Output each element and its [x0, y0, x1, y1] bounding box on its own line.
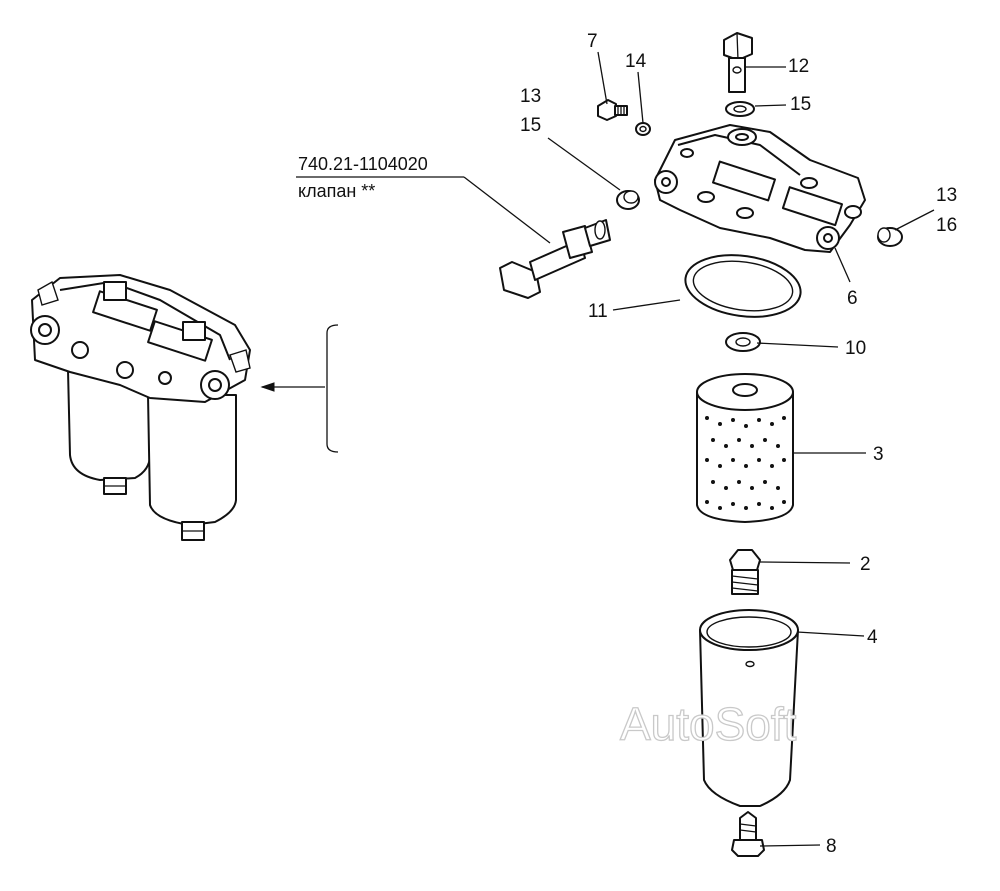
callout-4: 4: [867, 627, 878, 648]
side-plug-part: [877, 227, 903, 247]
watermark: AutoSoft: [620, 698, 797, 750]
callout-10: 10: [845, 338, 866, 359]
filter-bowl-part: [699, 609, 799, 807]
bolt-part: [723, 32, 753, 93]
sealing-ring-part: [684, 254, 802, 318]
filter-element-part: [696, 373, 794, 523]
valve-part-number: 740.21-1104020: [298, 154, 428, 174]
valve-part: [499, 219, 611, 299]
callout-6: 6: [847, 288, 858, 309]
callout-7: 7: [587, 31, 598, 52]
valve-part-name: клапан **: [298, 181, 375, 201]
callout-3: 3: [873, 444, 884, 465]
plug-part: [616, 190, 640, 210]
callout-15-left: 15: [520, 115, 541, 136]
washer-part: [725, 101, 755, 117]
callout-16: 16: [936, 215, 957, 236]
spring-washer-part: [725, 332, 761, 352]
drain-screw-part: [731, 811, 765, 857]
callout-2: 2: [860, 554, 871, 575]
screw-part: [597, 99, 628, 121]
callout-14: 14: [625, 51, 647, 72]
callout-12: 12: [788, 56, 809, 77]
assembled-filter-illustration: [30, 274, 251, 541]
callout-labels: 7 14 12 13 15 15 13 16 11 6 10 3 2 4 8 7…: [298, 31, 957, 857]
callout-15-top: 15: [790, 94, 811, 115]
callout-13-upper: 13: [520, 86, 541, 107]
filter-head-part: [654, 124, 866, 253]
leader-lines: [296, 51, 935, 847]
callout-13-right: 13: [936, 185, 957, 206]
callout-11: 11: [588, 301, 608, 322]
callout-8: 8: [826, 836, 837, 857]
assembly-reference-arrow: [260, 324, 339, 453]
small-washer-part: [635, 122, 651, 136]
spring-valve-part: [729, 549, 761, 595]
